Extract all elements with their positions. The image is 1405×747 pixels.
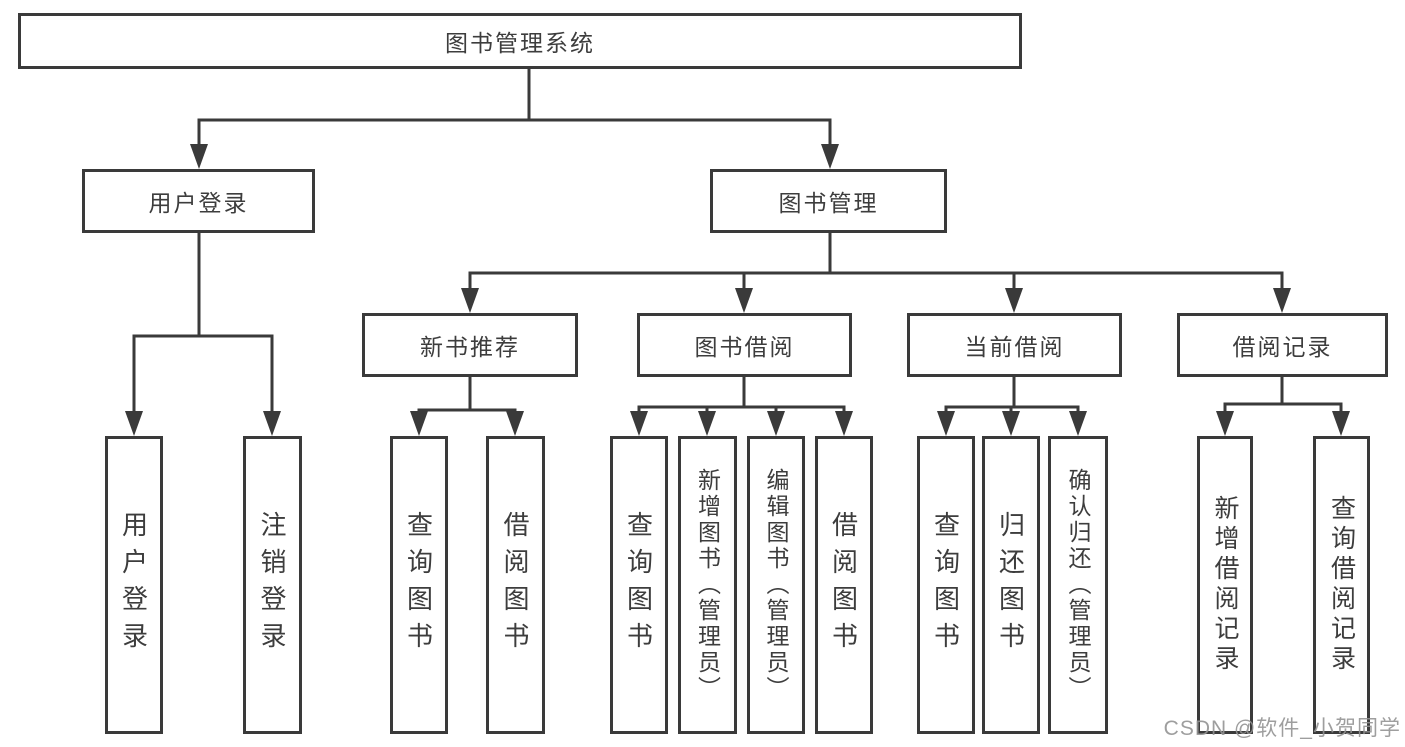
node-root-system: 图书管理系统 [18, 13, 1022, 69]
arrowhead [263, 411, 281, 436]
leaf-label: 查询图书 [623, 511, 654, 659]
connector-borrow-to-children [637, 377, 846, 414]
leaf-add-borrow-record: 新增借阅记录 [1197, 436, 1253, 734]
leaf-label: 用户登录 [118, 511, 149, 659]
arrowhead [735, 288, 753, 313]
leaf-confirm-return-admin: 确认归还（管理员） [1048, 436, 1108, 734]
arrowhead [767, 411, 785, 436]
node-label: 当前借阅 [964, 334, 1065, 360]
arrowhead [1005, 288, 1023, 313]
arrowhead [698, 411, 716, 436]
leaf-borrow-books-recommend: 借阅图书 [486, 436, 545, 734]
leaf-label: 新增借阅记录 [1211, 495, 1239, 675]
leaf-label: 查询图书 [403, 511, 434, 659]
arrowhead [1002, 411, 1020, 436]
arrowhead [835, 411, 853, 436]
leaf-borrow-books: 借阅图书 [815, 436, 873, 734]
node-label: 借阅记录 [1232, 334, 1333, 360]
leaf-label: 借阅图书 [500, 511, 530, 659]
connector-root-to-level2 [197, 69, 832, 146]
node-book-management: 图书管理 [710, 169, 947, 233]
arrowhead [630, 411, 648, 436]
node-user-login-group: 用户登录 [82, 169, 315, 233]
csdn-watermark: CSDN @软件_小贺同学 [1163, 717, 1401, 740]
leaf-label: 编辑图书（管理员） [763, 468, 789, 702]
arrowhead [1216, 411, 1234, 436]
leaf-query-books-recommend: 查询图书 [390, 436, 448, 734]
arrowheads [125, 144, 1350, 436]
leaf-label: 查询图书 [930, 511, 961, 659]
arrowhead [1069, 411, 1087, 436]
connector-login-to-children [132, 233, 274, 414]
leaf-label: 归还图书 [995, 511, 1026, 659]
node-new-book-recommend: 新书推荐 [362, 313, 578, 377]
connector-records-to-children [1223, 377, 1343, 414]
leaf-user-login: 用户登录 [105, 436, 163, 734]
node-label: 用户登录 [148, 190, 249, 216]
leaf-query-borrow-record: 查询借阅记录 [1313, 436, 1370, 734]
connector-current-to-children [944, 377, 1080, 414]
arrowhead [125, 411, 143, 436]
node-current-borrowing: 当前借阅 [907, 313, 1122, 377]
connector-recommend-to-children [417, 377, 517, 414]
arrowhead [821, 144, 839, 169]
node-root-label: 图书管理系统 [445, 30, 595, 56]
leaf-label: 新增图书（管理员） [694, 468, 721, 702]
leaf-edit-books-admin: 编辑图书（管理员） [747, 436, 805, 734]
arrowhead [1273, 288, 1291, 313]
leaf-label: 借阅图书 [828, 511, 859, 659]
arrowhead [190, 144, 208, 169]
leaf-label: 注销登录 [257, 511, 287, 659]
arrowhead [410, 411, 428, 436]
arrowhead [461, 288, 479, 313]
arrowhead [937, 411, 955, 436]
node-label: 新书推荐 [420, 334, 520, 360]
leaf-query-books-borrow: 查询图书 [610, 436, 668, 734]
leaf-label: 确认归还（管理员） [1065, 468, 1091, 702]
leaf-add-books-admin: 新增图书（管理员） [678, 436, 737, 734]
node-book-borrowing: 图书借阅 [637, 313, 852, 377]
connector-management-to-level3 [468, 233, 1284, 290]
node-borrow-records: 借阅记录 [1177, 313, 1388, 377]
node-label: 图书借阅 [694, 334, 795, 360]
leaf-label: 查询借阅记录 [1327, 495, 1356, 675]
leaf-logout: 注销登录 [243, 436, 302, 734]
leaf-query-books-current: 查询图书 [917, 436, 975, 734]
leaf-return-books: 归还图书 [982, 436, 1040, 734]
arrowhead [1332, 411, 1350, 436]
node-label: 图书管理 [778, 190, 879, 216]
arrowhead [506, 411, 524, 436]
